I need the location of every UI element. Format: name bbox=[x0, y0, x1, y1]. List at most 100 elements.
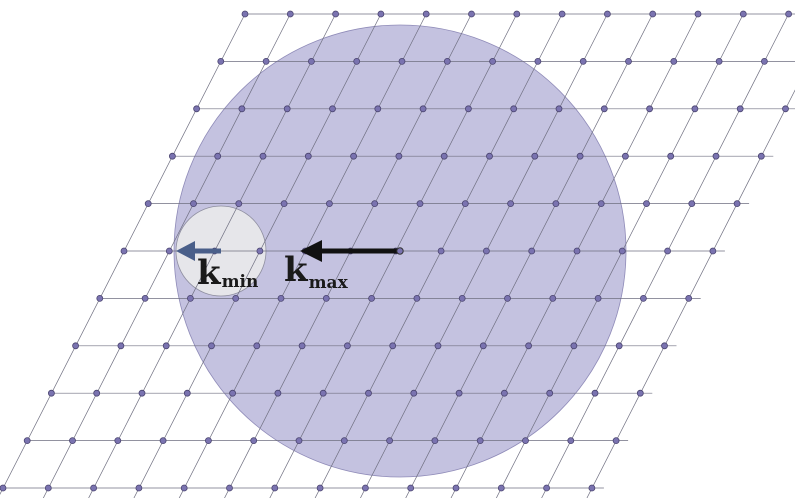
vector-arrows bbox=[176, 240, 404, 262]
lattice-point bbox=[479, 342, 487, 350]
lattice-point bbox=[482, 247, 490, 255]
lattice-point bbox=[576, 152, 584, 160]
lattice-column-line bbox=[405, 13, 654, 498]
lattice-point bbox=[440, 152, 448, 160]
lattice-point bbox=[186, 294, 194, 302]
lattice-point bbox=[591, 389, 599, 397]
lattice-point bbox=[48, 389, 55, 397]
lattice-point bbox=[661, 342, 668, 350]
lattice-point bbox=[162, 342, 170, 350]
lattice-point bbox=[0, 484, 7, 492]
lattice-point bbox=[343, 342, 351, 350]
lattice-point bbox=[625, 58, 632, 65]
lattice-point bbox=[739, 10, 747, 18]
lattice-point bbox=[398, 58, 406, 65]
lattice-point bbox=[120, 247, 128, 255]
lattice-point bbox=[114, 437, 122, 445]
lattice-point bbox=[715, 58, 723, 65]
lattice-column-line bbox=[224, 13, 472, 498]
lattice-column-line bbox=[88, 13, 336, 498]
lattice-point bbox=[413, 294, 421, 302]
lattice-point bbox=[733, 200, 741, 208]
lattice-point bbox=[238, 105, 246, 113]
lattice-point bbox=[229, 389, 237, 397]
lattice-point bbox=[280, 200, 288, 208]
lattice-point bbox=[250, 437, 258, 445]
labels: kmin kmax bbox=[197, 250, 349, 293]
kmin-arrow-head bbox=[176, 241, 195, 261]
lattice-point bbox=[688, 200, 696, 208]
lattice-point bbox=[295, 437, 303, 445]
lattice-point bbox=[437, 247, 445, 255]
lattice-point bbox=[468, 10, 475, 18]
lattice-point bbox=[588, 484, 596, 492]
lattice-point bbox=[193, 105, 201, 113]
lattice-point bbox=[489, 58, 497, 65]
kmax-label: kmax bbox=[284, 250, 349, 293]
lattice-point bbox=[782, 105, 789, 113]
lattice-point bbox=[283, 105, 291, 113]
lattice-point bbox=[761, 58, 768, 65]
lattice-point bbox=[636, 389, 644, 397]
lattice-point bbox=[183, 389, 191, 397]
lattice-point bbox=[96, 294, 104, 302]
lattice-point bbox=[555, 105, 563, 113]
lattice-point bbox=[353, 58, 361, 65]
lattice-column-line bbox=[495, 13, 744, 498]
lattice-point bbox=[573, 247, 581, 255]
lattice-point bbox=[407, 484, 415, 492]
lattice-point bbox=[558, 10, 566, 18]
lattice-point bbox=[422, 10, 430, 18]
lattice-point bbox=[443, 58, 451, 65]
lattice-point bbox=[274, 389, 282, 397]
lattice-point bbox=[434, 342, 442, 350]
lattice-point bbox=[549, 294, 557, 302]
origin-point bbox=[396, 247, 404, 255]
lattice-point bbox=[190, 200, 197, 208]
lattice-point bbox=[44, 484, 52, 492]
lattice-column-line bbox=[314, 13, 563, 498]
lattice-point bbox=[612, 437, 620, 445]
lattice-point bbox=[23, 437, 31, 445]
lattice-point bbox=[534, 58, 542, 65]
lattice-point bbox=[567, 437, 575, 445]
lattice-point bbox=[226, 484, 233, 492]
lattice-point bbox=[93, 389, 101, 397]
lattice-point bbox=[522, 437, 529, 445]
lattice-point bbox=[500, 389, 508, 397]
lattice-point bbox=[670, 58, 678, 65]
lattice-point bbox=[69, 437, 76, 445]
lattice-point bbox=[513, 10, 521, 18]
lattice-point bbox=[543, 484, 550, 492]
lattice-point bbox=[476, 437, 484, 445]
lattice-point bbox=[371, 200, 379, 208]
lattice-point bbox=[615, 342, 623, 350]
lattice-point bbox=[316, 484, 324, 492]
lattice-point bbox=[525, 342, 532, 350]
lattice-point bbox=[431, 437, 439, 445]
kmin-label-sub: min bbox=[222, 272, 259, 292]
lattice-column-line bbox=[450, 13, 699, 498]
kmax-arrow bbox=[300, 240, 400, 262]
lattice-point bbox=[504, 294, 511, 302]
lattice-point bbox=[135, 484, 143, 492]
lattice-point bbox=[416, 200, 424, 208]
lattice-point bbox=[510, 105, 518, 113]
lattice-point bbox=[546, 389, 554, 397]
lattice-point bbox=[361, 484, 369, 492]
lattice-point bbox=[90, 484, 97, 492]
lattice-column-line bbox=[541, 13, 789, 498]
lattice-point bbox=[271, 484, 279, 492]
lattice-point bbox=[691, 105, 699, 113]
lattice-column-line bbox=[586, 89, 795, 498]
kmin-label: kmin bbox=[197, 253, 258, 293]
lattice-point bbox=[531, 152, 539, 160]
lattice-point bbox=[350, 152, 358, 160]
lattice-point bbox=[241, 10, 249, 18]
lattice-point bbox=[204, 437, 212, 445]
lattice-point bbox=[232, 294, 240, 302]
lattice-point bbox=[757, 152, 765, 160]
lattice-point bbox=[622, 152, 629, 160]
lattice-column-line bbox=[269, 13, 518, 498]
